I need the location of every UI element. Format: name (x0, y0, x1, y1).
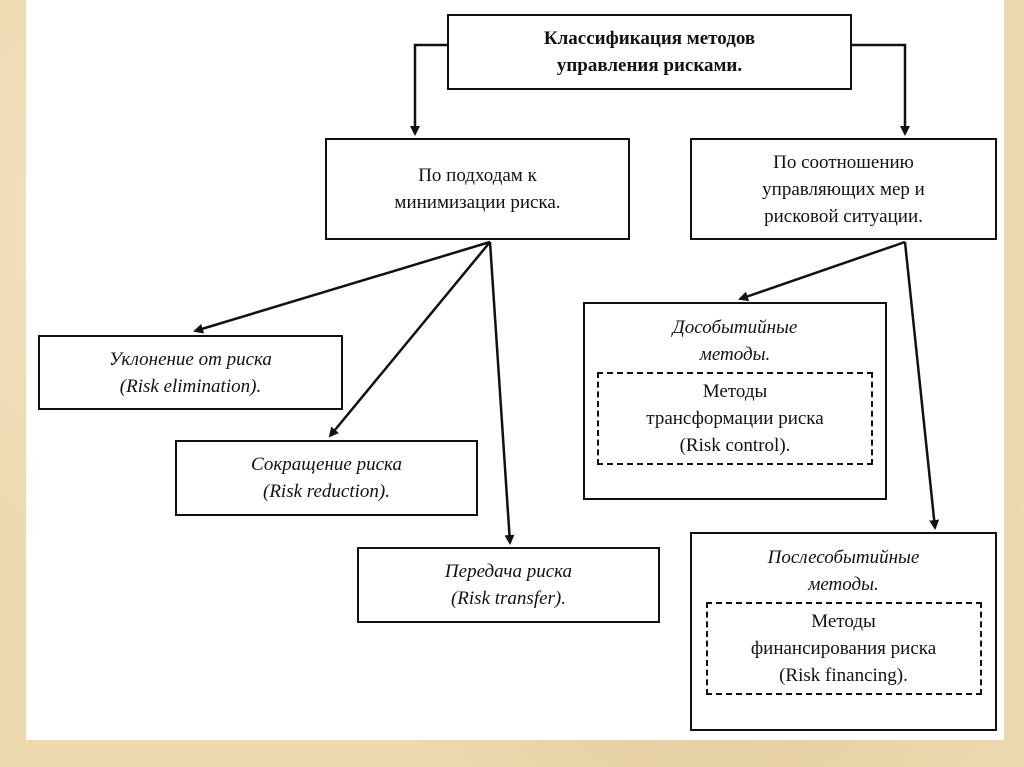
transfer-box: Передача риска (Risk transfer). (357, 547, 660, 623)
reduction-box: Сокращение риска (Risk reduction). (175, 440, 478, 516)
root-line2: управления рисками. (556, 55, 743, 76)
arrow-approach-to-reduction (328, 241, 491, 438)
arrow-root-to-approach (410, 43, 447, 136)
reduction-line1: Сокращение риска (251, 454, 402, 475)
transfer-line2: (Risk transfer). (450, 588, 567, 609)
arrow-approach-to-transfer (488, 241, 515, 545)
transfer-line1: Передача риска (444, 561, 573, 582)
post-event-line1: Послесобытийные (767, 547, 920, 568)
ratio-line2: управляющих мер и (762, 178, 925, 200)
ratio-box: По соотношению управляющих мер и рисково… (690, 138, 997, 240)
elimination-box: Уклонение от риска (Risk elimination). (38, 335, 343, 410)
risk-control-line2: трансформации риска (646, 408, 824, 429)
risk-control-box: Методы трансформации риска (Risk control… (597, 372, 873, 465)
risk-financing-line1: Методы (811, 611, 876, 632)
pre-event-box: Дособытийные методы. Методы трансформаци… (583, 302, 887, 500)
risk-financing-line2: финансирования риска (750, 638, 937, 659)
ratio-line3: рисковой ситуации. (764, 205, 923, 227)
arrow-ratio-to-pre-event (738, 240, 906, 302)
root-box: Классификация методов управления рисками… (447, 14, 852, 90)
approach-line1: По подходам к (418, 165, 537, 186)
reduction-line2: (Risk reduction). (263, 481, 390, 502)
arrow-root-to-ratio (852, 43, 910, 136)
ratio-line1: По соотношению (773, 151, 914, 173)
risk-control-line1: Методы (702, 381, 768, 402)
pre-event-line2: методы. (699, 344, 771, 365)
approach-box: По подходам к минимизации риска. (325, 138, 630, 240)
risk-financing-box: Методы финансирования риска (Risk financ… (705, 602, 982, 695)
root-line1: Классификация методов (543, 28, 756, 49)
arrow-approach-to-elimination (193, 240, 491, 334)
post-event-box: Послесобытийные методы. Методы финансиро… (690, 532, 997, 731)
post-event-line2: методы. (808, 574, 879, 595)
elimination-line1: Уклонение от риска (109, 348, 272, 370)
risk-control-line3: (Risk control). (679, 435, 791, 456)
risk-financing-line3: (Risk financing). (779, 665, 908, 686)
elimination-line2: (Risk elimination). (119, 375, 262, 397)
arrow-ratio-to-post-event (903, 241, 940, 530)
approach-line2: минимизации риска. (394, 192, 561, 213)
pre-event-line1: Дособытийные (672, 317, 798, 338)
